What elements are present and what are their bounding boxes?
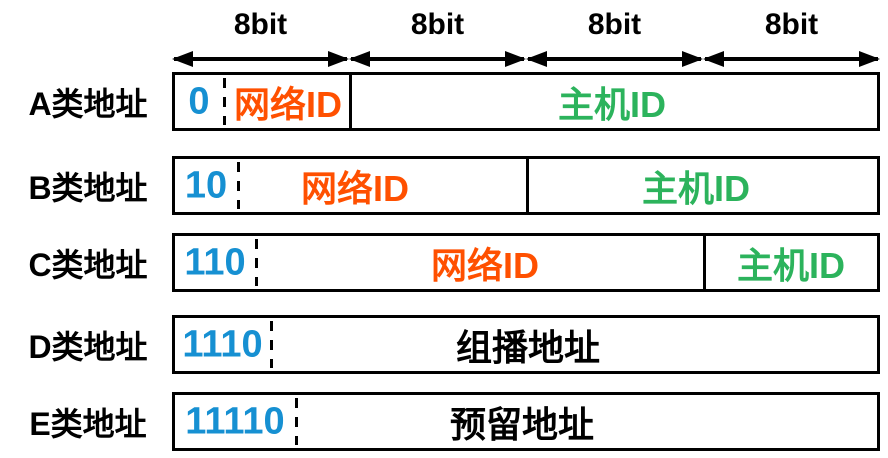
- segment-divider: [703, 236, 706, 289]
- reserved-address-label: 预留地址: [449, 403, 595, 445]
- segment-divider: [526, 159, 529, 212]
- network-id-label: 网络ID: [430, 244, 540, 286]
- bit-span-label-2: 8bit: [410, 8, 465, 41]
- row-label-class-e: E类地址: [29, 405, 147, 442]
- address-box-class-c: 110 网络ID 主机ID: [172, 233, 880, 292]
- address-box-class-b: 10 网络ID 主机ID: [172, 156, 880, 215]
- network-id-label: 网络ID: [233, 83, 343, 125]
- bit-span-label-1: 8bit: [233, 8, 288, 41]
- prefix-bits: 1110: [182, 323, 263, 365]
- host-id-label: 主机ID: [736, 244, 846, 286]
- multicast-address-label: 组播地址: [455, 326, 601, 368]
- dimension-arrow-icon: [172, 51, 349, 67]
- prefix-dashed-divider: [255, 239, 258, 286]
- dimension-arrow-icon: [526, 51, 703, 67]
- row-label-class-a: A类地址: [28, 85, 148, 122]
- prefix-bits: 0: [188, 80, 210, 122]
- host-id-label: 主机ID: [641, 167, 751, 209]
- prefix-dashed-divider: [237, 162, 240, 209]
- bit-span-label-4: 8bit: [764, 8, 819, 41]
- row-label-class-c: C类地址: [28, 246, 148, 283]
- dimension-arrow-icon: [349, 51, 526, 67]
- address-box-class-d: 1110 组播地址: [172, 315, 880, 374]
- address-box-class-a: 0 网络ID 主机ID: [172, 72, 880, 131]
- prefix-bits: 10: [184, 164, 228, 206]
- bit-span-label-3: 8bit: [587, 8, 642, 41]
- address-box-class-e: 11110 预留地址: [172, 392, 880, 451]
- segment-divider: [349, 75, 352, 128]
- prefix-bits: 110: [184, 241, 246, 283]
- prefix-dashed-divider: [223, 78, 226, 125]
- row-label-class-b: B类地址: [28, 169, 148, 206]
- network-id-label: 网络ID: [300, 167, 410, 209]
- row-label-class-d: D类地址: [28, 328, 148, 365]
- host-id-label: 主机ID: [557, 83, 667, 125]
- dimension-arrow-icon: [703, 51, 880, 67]
- prefix-dashed-divider: [270, 321, 273, 368]
- prefix-dashed-divider: [295, 398, 298, 445]
- prefix-bits: 11110: [185, 400, 285, 442]
